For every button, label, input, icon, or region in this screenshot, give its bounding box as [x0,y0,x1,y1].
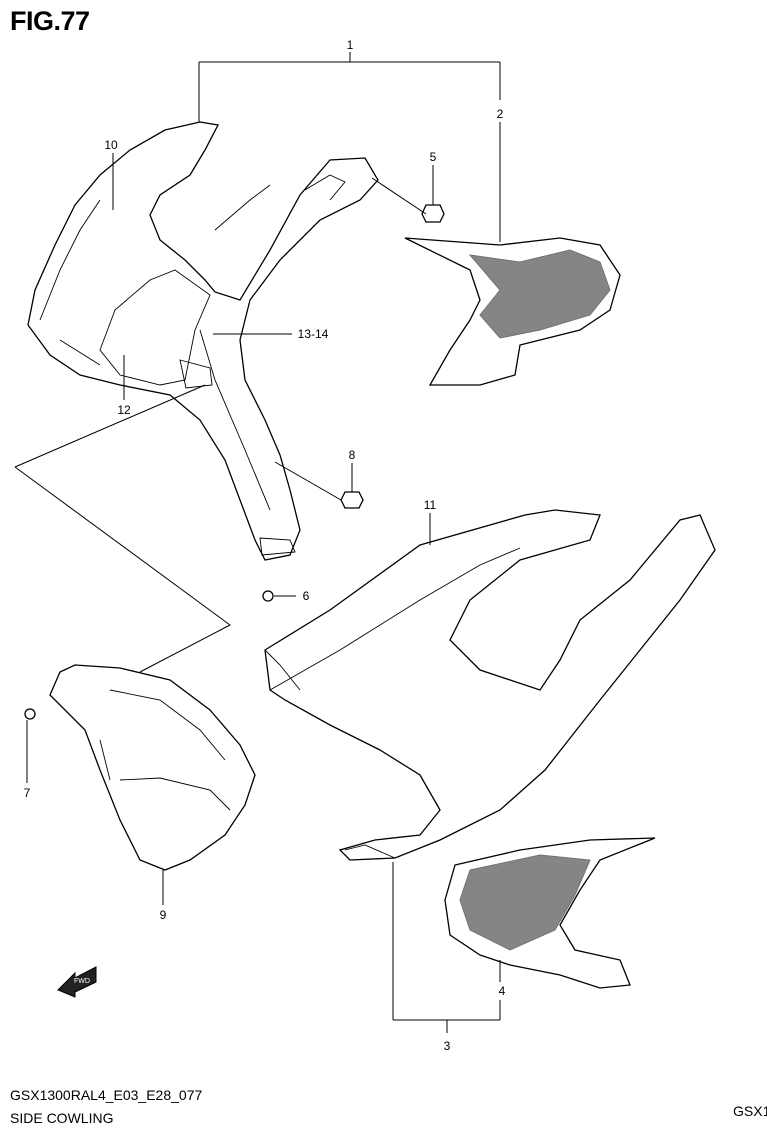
callout-11: 11 [424,498,437,512]
callout-9: 9 [160,908,167,922]
nut-part-5[interactable] [421,204,445,223]
fwd-arrow-icon: FWD [57,966,97,998]
decal-upper-part[interactable] [404,237,621,386]
callout-2: 2 [497,107,504,121]
inner-panel-part[interactable] [49,664,256,871]
nut-part-8[interactable] [340,491,364,509]
callout-6: 6 [303,589,310,603]
callout-4: 4 [499,984,506,998]
callout-13-14: 13-14 [298,327,329,341]
callout-7: 7 [24,786,31,800]
callout-1: 1 [347,38,354,52]
decal-lower-part[interactable] [444,837,656,989]
lower-cowling-part[interactable] [264,509,716,861]
callout-8: 8 [349,448,356,462]
inner-cowling-part[interactable] [27,121,379,561]
callout-10: 10 [104,138,118,152]
callout-12: 12 [117,403,131,417]
fwd-arrow-label: FWD [74,978,90,985]
callout-3: 3 [444,1039,451,1053]
screw-part-6[interactable] [262,590,274,602]
figure-title: FIG.77 [10,6,90,36]
screw-part-7[interactable] [24,708,36,720]
model-label: GSX1 [733,1103,767,1119]
callout-5: 5 [430,150,437,164]
section-name: SIDE COWLING [10,1110,114,1126]
diagram-code: GSX1300RAL4_E03_E28_077 [10,1087,203,1103]
leader-lines [14,52,501,1033]
